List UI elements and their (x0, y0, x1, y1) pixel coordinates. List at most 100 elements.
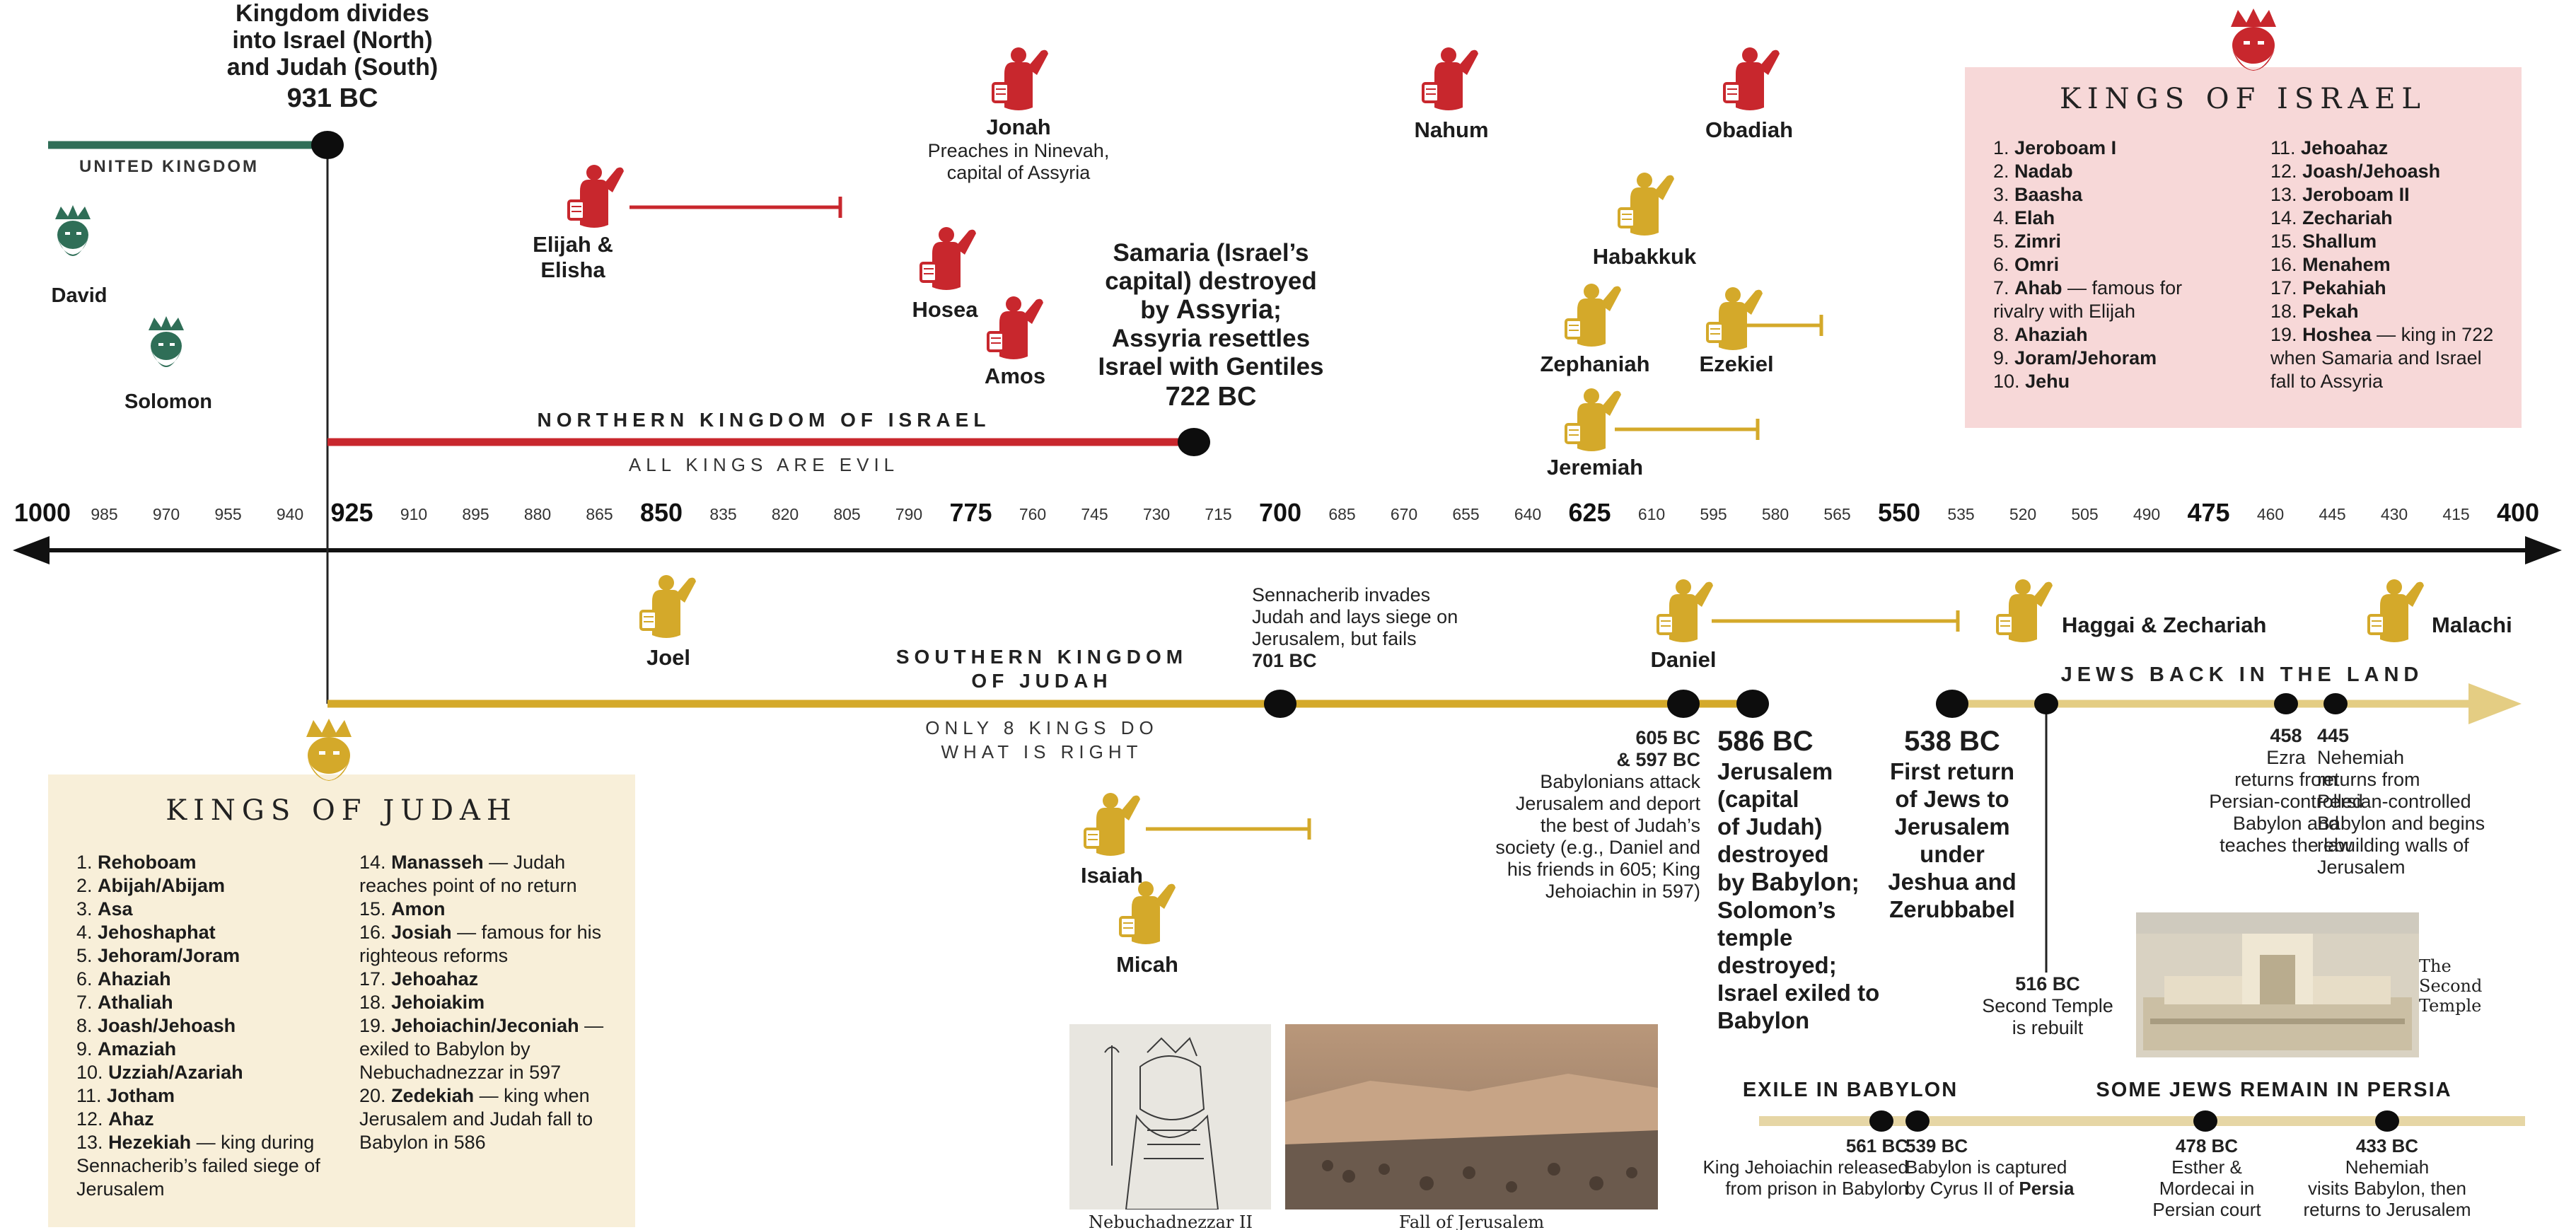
elijah-label-line: Elisha (540, 257, 605, 282)
habakkuk-icon (1609, 172, 1680, 243)
king-name: Jehoram/Joram (98, 945, 240, 966)
king-item: 11. Jehoahaz (2270, 137, 2511, 160)
king-name: Jehoiachin/Jeconiah (391, 1015, 579, 1036)
king-number: 19. (2270, 324, 2297, 345)
kings-of-judah-title: KINGS OF JUDAH (166, 794, 518, 827)
king-item: 12. Joash/Jehoash (2270, 160, 2511, 183)
second-temple-caption-line: Second (2419, 976, 2483, 996)
tick-label: 625 (1568, 498, 1611, 527)
king-item: 8. Ahaziah (1993, 323, 2234, 347)
fall-586-line: temple (1717, 924, 1793, 951)
judah-title-line: SOUTHERN KINGDOM (895, 646, 1188, 668)
king-name: Uzziah/Azariah (108, 1062, 243, 1083)
tick-label: 880 (523, 505, 552, 523)
second-temple-caption: The Second Temple (2419, 956, 2482, 1016)
obadiah-label: Obadiah (1705, 117, 1794, 142)
tick-label: 790 (895, 505, 923, 523)
tick-label: 895 (462, 505, 489, 523)
second-temple-image (2136, 912, 2419, 1057)
tick-label: 910 (400, 505, 428, 523)
samaria-line: Israel with Gentiles (1098, 353, 1324, 381)
samaria-year: 722 BC (1165, 382, 1257, 412)
king-number: 20. (359, 1085, 386, 1106)
king-name: Joash/Jehoash (98, 1015, 236, 1036)
king-item: 2. Abijah/Abijam (76, 874, 345, 898)
king-item: 14. Manasseh — Judah reaches point of no… (359, 851, 621, 898)
king-number: 15. (2270, 231, 2297, 252)
king-item: 19. Jehoiachin/Jeconiah — exiled to Baby… (359, 1014, 621, 1084)
return-538-line: under (1920, 841, 1985, 867)
fall-586-line: by Babylon; (1717, 868, 1879, 896)
nahum-label: Nahum (1414, 117, 1489, 142)
king-name: Ahaziah (98, 968, 171, 990)
ezra-458-line: Persian-controlled (2209, 791, 2363, 812)
king-item: 9. Amaziah (76, 1038, 345, 1061)
axis-arrow-left (13, 536, 50, 564)
exile-561-note: 561 BC King Jehoiachin released from pri… (1702, 1135, 1908, 1199)
malachi-icon (2359, 579, 2430, 649)
samaria-text: ; (1273, 296, 1282, 324)
tick-label: 805 (833, 505, 861, 523)
haggai-label: Haggai & Zechariah (2062, 613, 2267, 637)
tick-label: 775 (949, 498, 992, 527)
king-number: 16. (359, 922, 386, 943)
babylon-605-line: his friends in 605; King (1507, 859, 1700, 880)
tick-label: 535 (1947, 505, 1975, 523)
king-number: 16. (2270, 254, 2297, 275)
king-item: 18. Jehoiakim (359, 991, 621, 1014)
king-item: 6. Ahaziah (76, 968, 345, 991)
king-name: Ahaziah (2014, 324, 2088, 345)
king-item: 11. Jotham (76, 1084, 345, 1108)
exile-433-line: returns to Jerusalem (2303, 1199, 2471, 1220)
king-item: 10. Jehu (1993, 370, 2234, 393)
sennacherib-note: Sennacherib invades Judah and lays siege… (1252, 584, 1458, 672)
tick-label: 715 (1205, 505, 1232, 523)
king-number: 7. (76, 992, 93, 1013)
babylon-605-note: 605 BC & 597 BC Babylonians attack Jerus… (1495, 727, 1700, 903)
king-number: 2. (1993, 161, 2009, 182)
kings-of-israel-title: KINGS OF ISRAEL (2060, 83, 2427, 115)
king-item: 16. Menahem (2270, 253, 2511, 277)
hosea-icon (911, 226, 982, 297)
king-name: Jehoahaz (2301, 137, 2389, 158)
king-name: Ahab (2014, 277, 2062, 298)
isaiah-label: Isaiah (1081, 863, 1143, 888)
king-note: — famous for rivalry with Elijah (1993, 277, 2183, 322)
nehemiah-445-note: 445 Nehemiah returns from Persian-contro… (2317, 725, 2485, 878)
king-number: 5. (76, 945, 93, 966)
tick-label: 565 (1823, 505, 1851, 523)
king-number: 15. (359, 898, 386, 919)
king-name: Asa (98, 898, 133, 919)
king-name: Hoshea (2302, 324, 2372, 345)
king-note: — exiled to Babylon by Nebuchadnezzar in… (359, 1015, 604, 1083)
babylon-605-line: society (e.g., Daniel and (1495, 837, 1700, 858)
king-number: 18. (2270, 301, 2297, 322)
return-538-line: Jerusalem (1894, 813, 2010, 840)
king-item: 5. Zimri (1993, 230, 2234, 253)
nahum-icon (1413, 47, 1484, 117)
nehemiah-445-line: Jerusalem (2317, 857, 2406, 878)
tick-label: 610 (1637, 505, 1666, 523)
king-name: Zechariah (2302, 207, 2393, 228)
king-name: Jehoiakim (391, 992, 485, 1013)
division-note-line: Kingdom divides (236, 0, 429, 27)
jeremiah-label: Jeremiah (1546, 455, 1644, 480)
exile-539-text: by Cyrus II of (1905, 1178, 2019, 1199)
king-number: 1. (1993, 137, 2009, 158)
hosea-label: Hosea (912, 297, 978, 322)
tick-label: 835 (709, 505, 737, 523)
dot-516 (2034, 693, 2058, 714)
micah-label: Micah (1116, 952, 1178, 977)
david-label: David (51, 284, 108, 307)
tick-label: 760 (1019, 505, 1047, 523)
king-name: Hezekiah (108, 1132, 192, 1153)
israel-subtitle: ALL KINGS ARE EVIL (628, 454, 900, 475)
back-in-land-arrow (2468, 683, 2522, 724)
dot-539 (1905, 1110, 1930, 1132)
king-item: 8. Joash/Jehoash (76, 1014, 345, 1038)
united-kingdom-label: UNITED KINGDOM (79, 157, 259, 176)
king-name: Josiah (391, 922, 452, 943)
king-item: 17. Pekahiah (2270, 277, 2511, 300)
